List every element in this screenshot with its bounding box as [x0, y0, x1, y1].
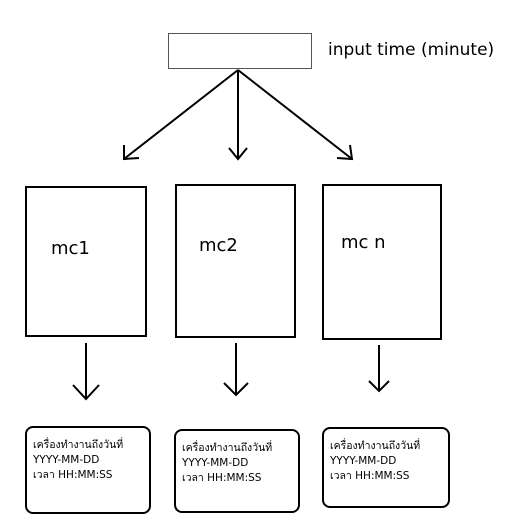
arrow-mc2-to-output: [223, 343, 249, 397]
output-line-time: เวลา HH:MM:SS: [330, 470, 410, 482]
output-box-mc2: เครื่องทำงานถึงวันที่ YYYY-MM-DD เวลา HH…: [174, 429, 300, 513]
machine-box-mc2: mc2: [175, 184, 296, 338]
output-line-date-heading: เครื่องทำงานถึงวันที่: [33, 439, 124, 451]
output-box-mcn: เครื่องทำงานถึงวันที่ YYYY-MM-DD เวลา HH…: [322, 427, 450, 508]
output-line-date: YYYY-MM-DD: [182, 457, 249, 469]
output-line-time: เวลา HH:MM:SS: [33, 469, 113, 481]
output-line-time: เวลา HH:MM:SS: [182, 472, 262, 484]
output-line-date: YYYY-MM-DD: [330, 455, 397, 467]
output-line-date-heading: เครื่องทำงานถึงวันที่: [182, 442, 273, 454]
arrow-input-to-mc1: [123, 69, 239, 161]
machine-box-mcn: mc n: [322, 184, 442, 340]
output-line-date-heading: เครื่องทำงานถึงวันที่: [330, 440, 421, 452]
arrow-mc1-to-output: [72, 343, 100, 401]
machine-label: mc1: [51, 238, 90, 259]
output-line-date: YYYY-MM-DD: [33, 454, 100, 466]
output-box-mc1: เครื่องทำงานถึงวันที่ YYYY-MM-DD เวลา HH…: [25, 426, 151, 514]
machine-box-mc1: mc1: [25, 186, 147, 337]
input-time-field[interactable]: [168, 33, 312, 69]
machine-label: mc2: [199, 235, 238, 256]
arrow-input-to-mcn: [237, 69, 354, 161]
machine-label: mc n: [341, 232, 386, 253]
arrow-input-to-mc2: [228, 70, 248, 161]
arrow-mcn-to-output: [368, 345, 390, 393]
input-time-label: input time (minute): [328, 40, 495, 60]
